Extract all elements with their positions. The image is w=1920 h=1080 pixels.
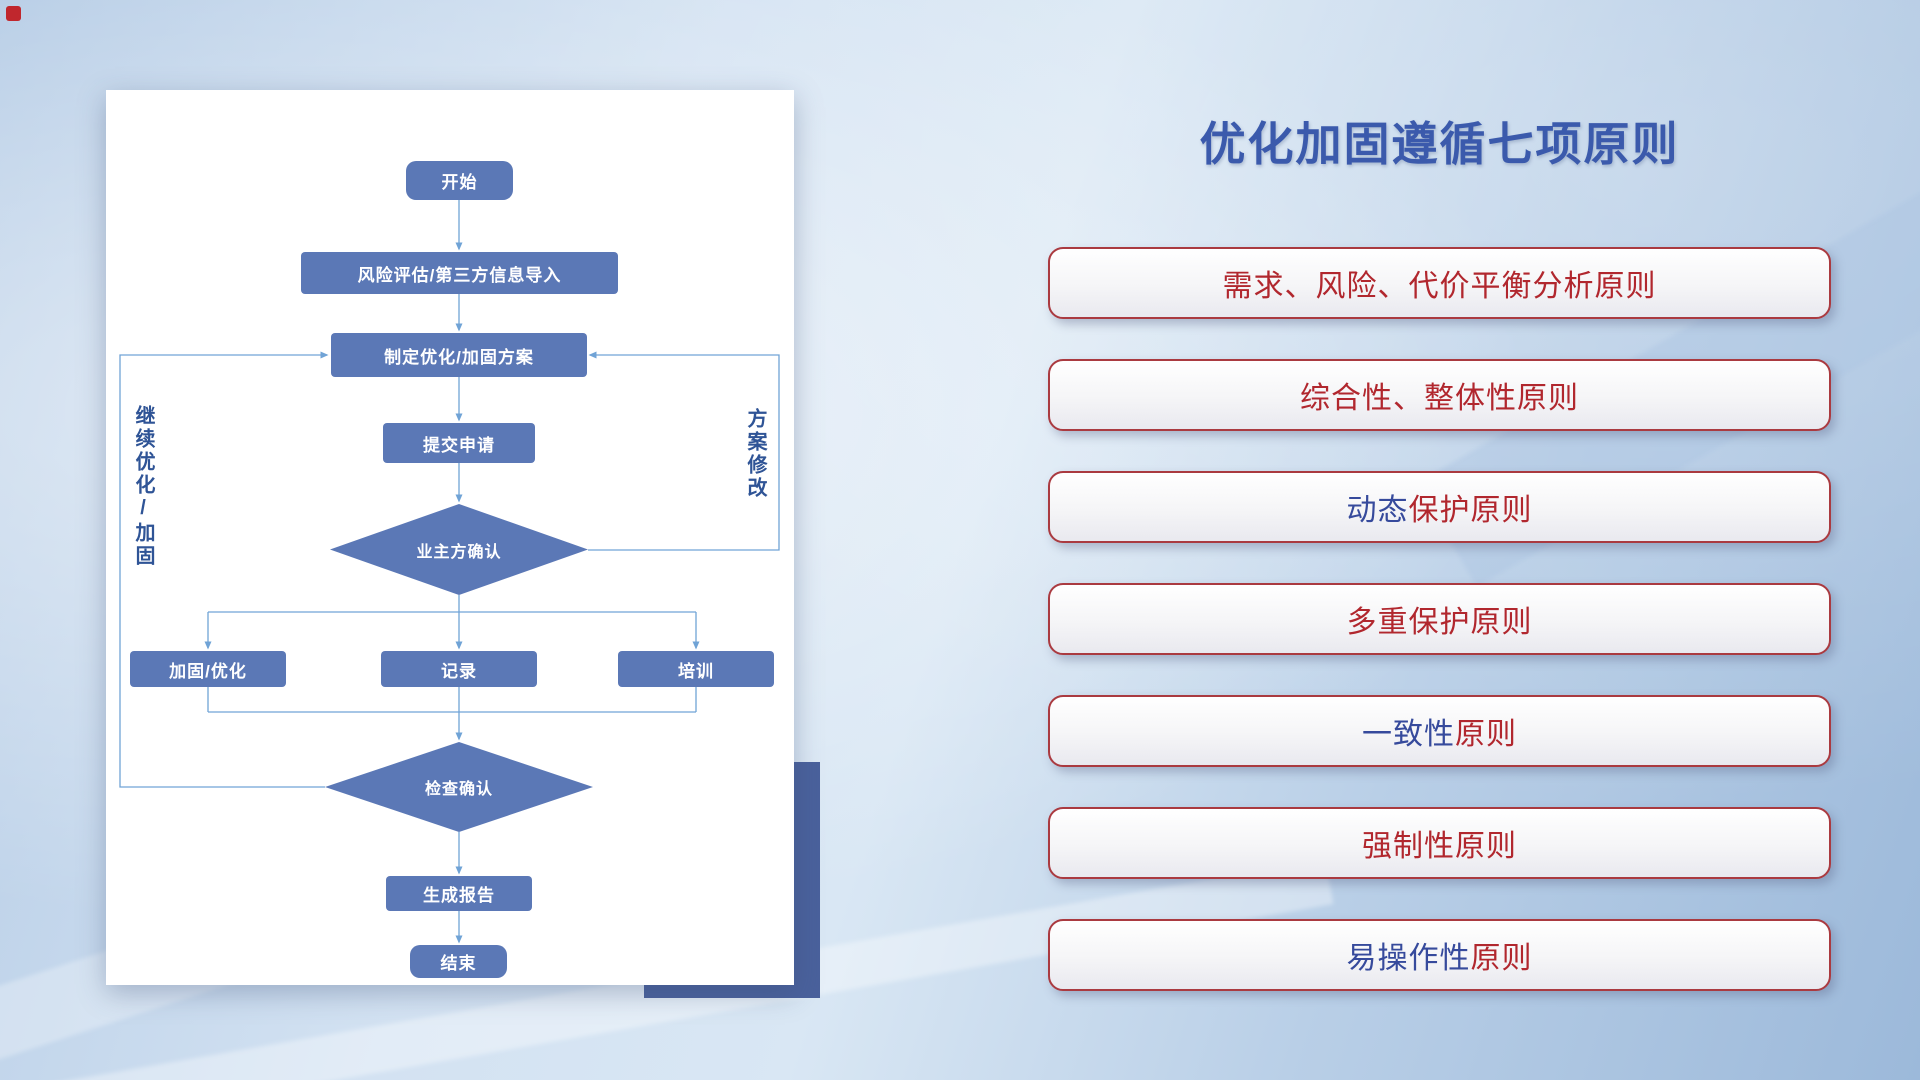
flow-node-report: 生成报告 <box>386 876 532 911</box>
flow-node-start: 开始 <box>406 161 513 200</box>
principle-button[interactable]: 动态保护原则 <box>1048 471 1831 543</box>
flow-node-make-plan: 制定优化/加固方案 <box>331 333 587 377</box>
flow-node-end: 结束 <box>410 945 507 978</box>
flow-connectors <box>119 200 780 944</box>
corner-marker <box>6 6 21 21</box>
principle-text: 多重保护原则 <box>1346 606 1533 639</box>
principle-text: 原则 <box>1455 718 1517 751</box>
flow-node-submit: 提交申请 <box>383 423 535 463</box>
flowchart-card: 开始 风险评估/第三方信息导入 制定优化/加固方案 提交申请 业主方确认 加固/… <box>106 90 794 985</box>
principle-text: 动态 <box>1346 494 1409 527</box>
principle-button[interactable]: 强制性原则 <box>1048 807 1831 879</box>
principles-list: 需求、风险、代价平衡分析原则综合性、整体性原则动态保护原则多重保护原则一致性原则… <box>1048 247 1831 991</box>
flow-node-record: 记录 <box>381 651 537 687</box>
principle-text: 综合性、整体性原则 <box>1300 382 1579 415</box>
flow-node-training: 培训 <box>618 651 774 687</box>
page-title: 优化加固遵循七项原则 <box>1199 118 1680 170</box>
principle-button[interactable]: 一致性原则 <box>1048 695 1831 767</box>
principle-text: 易操作性 <box>1346 942 1471 975</box>
edge-label-continue-optimize: 继续优化/加固 <box>132 405 154 568</box>
principle-text: 一致性 <box>1362 718 1455 751</box>
edge-label-plan-revise: 方案修改 <box>744 408 766 500</box>
flow-node-reinforce: 加固/优化 <box>130 651 286 687</box>
principle-text: 需求、风险、代价平衡分析原则 <box>1222 270 1657 303</box>
principle-text: 强制性原则 <box>1362 830 1517 863</box>
principle-button[interactable]: 需求、风险、代价平衡分析原则 <box>1048 247 1831 319</box>
principle-button[interactable]: 易操作性原则 <box>1048 919 1831 991</box>
principle-button[interactable]: 多重保护原则 <box>1048 583 1831 655</box>
principle-text: 原则 <box>1470 942 1533 975</box>
principle-text: 保护原则 <box>1408 494 1533 527</box>
principle-button[interactable]: 综合性、整体性原则 <box>1048 359 1831 431</box>
flow-node-risk-import: 风险评估/第三方信息导入 <box>301 252 618 294</box>
